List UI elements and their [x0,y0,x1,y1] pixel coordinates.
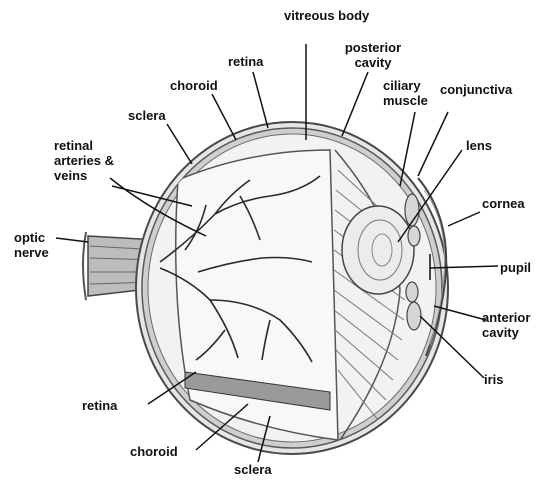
label-cornea: cornea [482,196,525,211]
label-posterior-cavity: posterior cavity [338,40,408,70]
label-choroid-top: choroid [170,78,218,93]
label-optic-nerve: optic nerve [14,230,64,260]
label-conjunctiva: conjunctiva [440,82,512,97]
label-pupil: pupil [500,260,531,275]
label-sclera-top: sclera [128,108,166,123]
label-ciliary-muscle: ciliary muscle [383,78,445,108]
label-iris: iris [484,372,504,387]
label-anterior-cavity: anterior cavity [482,310,540,340]
label-retinal-arteries-veins: retinal arteries & veins [54,138,120,183]
label-vitreous-body: vitreous body [284,8,369,23]
label-retina-top: retina [228,54,263,69]
label-sclera-bottom: sclera [234,462,272,477]
label-retina-bottom: retina [82,398,117,413]
lens-shape [342,206,414,294]
label-lens: lens [466,138,492,153]
label-choroid-bottom: choroid [130,444,178,459]
